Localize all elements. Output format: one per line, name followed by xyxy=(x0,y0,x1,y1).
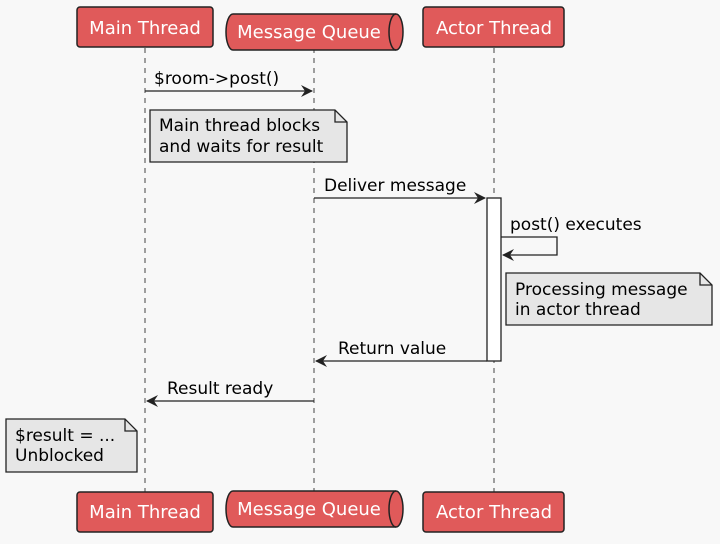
message-executes: post() executes xyxy=(501,215,642,261)
message-deliver: Deliver message xyxy=(314,176,486,204)
message-result-ready-label: Result ready xyxy=(167,379,273,399)
participant-main-bottom: Main Thread xyxy=(76,491,214,533)
note-processing-line1: Processing message xyxy=(515,280,688,300)
note-result-line2: Unblocked xyxy=(15,446,104,466)
note-processing: Processing message in actor thread xyxy=(505,272,713,326)
message-post-call: $room->post() xyxy=(145,69,313,97)
participant-queue-label: Message Queue xyxy=(237,22,381,43)
note-processing-line2: in actor thread xyxy=(515,300,641,320)
message-return-value: Return value xyxy=(315,339,487,367)
participant-actor-bottom: Actor Thread xyxy=(422,491,565,533)
participant-main-label: Main Thread xyxy=(89,18,201,39)
actor-activation-bar xyxy=(486,197,502,362)
message-deliver-label: Deliver message xyxy=(324,176,466,196)
participant-main-top: Main Thread xyxy=(76,6,214,48)
note-main-blocks-line2: and waits for result xyxy=(159,137,324,157)
note-result-line1: $result = ... xyxy=(15,426,115,446)
participant-main-bottom-label: Main Thread xyxy=(89,502,201,523)
participant-actor-bottom-label: Actor Thread xyxy=(436,502,552,523)
message-result-ready: Result ready xyxy=(146,379,314,407)
message-executes-label: post() executes xyxy=(510,215,642,235)
message-return-value-label: Return value xyxy=(338,339,446,359)
message-post-call-label: $room->post() xyxy=(154,69,279,89)
participant-queue-bottom-label: Message Queue xyxy=(237,499,381,520)
participant-queue-bottom: Message Queue xyxy=(225,490,404,528)
note-main-blocks-line1: Main thread blocks xyxy=(159,116,320,136)
note-result: $result = ... Unblocked xyxy=(5,418,138,473)
participant-actor-top: Actor Thread xyxy=(422,6,565,48)
note-main-blocks: Main thread blocks and waits for result xyxy=(149,109,348,163)
participant-queue-top: Message Queue xyxy=(225,13,404,51)
participant-actor-label: Actor Thread xyxy=(436,18,552,39)
